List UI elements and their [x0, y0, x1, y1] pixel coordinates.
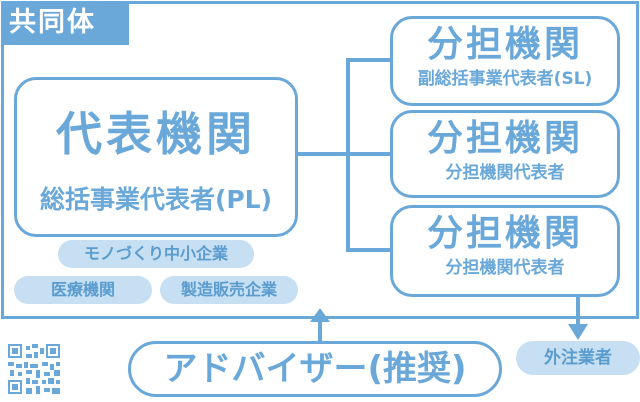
arrow-down-icon: [568, 296, 588, 340]
lead-organization-box: 代表機関 総括事業代表者(PL): [14, 77, 298, 237]
outsource-contractor-badge: 外注業者: [516, 341, 640, 375]
branch-organization-box-2: 分担機関 分担機関代表者: [390, 110, 620, 198]
lead-tag-manufacturer: 製造販売企業: [160, 276, 298, 304]
qr-code-icon: [8, 344, 60, 394]
branch-subtitle: 分担機関代表者: [445, 258, 565, 278]
consortium-label: 共同体: [1, 1, 129, 45]
branch-title: 分担機関: [426, 24, 583, 65]
branch-title: 分担機関: [426, 118, 583, 159]
lead-title: 代表機関: [56, 107, 256, 161]
advisor-box: アドバイザー(推奨): [128, 341, 502, 397]
lead-tag-sme: モノづくり中小企業: [58, 240, 254, 268]
arrow-up-icon: [310, 308, 330, 346]
branch-organization-box-3: 分担機関 分担機関代表者: [390, 205, 620, 297]
lead-subtitle: 総括事業代表者(PL): [39, 185, 273, 214]
lead-tag-medical: 医療機関: [14, 276, 152, 304]
connector-branch-2: [346, 152, 392, 156]
connector-branch-3: [346, 248, 392, 252]
connector-lead-horizontal: [298, 152, 348, 156]
branch-organization-box-1: 分担機関 副総括事業代表者(SL): [390, 16, 620, 106]
branch-title: 分担機関: [426, 213, 583, 254]
connector-branch-1: [346, 58, 392, 62]
branch-subtitle: 分担機関代表者: [445, 163, 565, 183]
branch-subtitle: 副総括事業代表者(SL): [417, 69, 593, 89]
